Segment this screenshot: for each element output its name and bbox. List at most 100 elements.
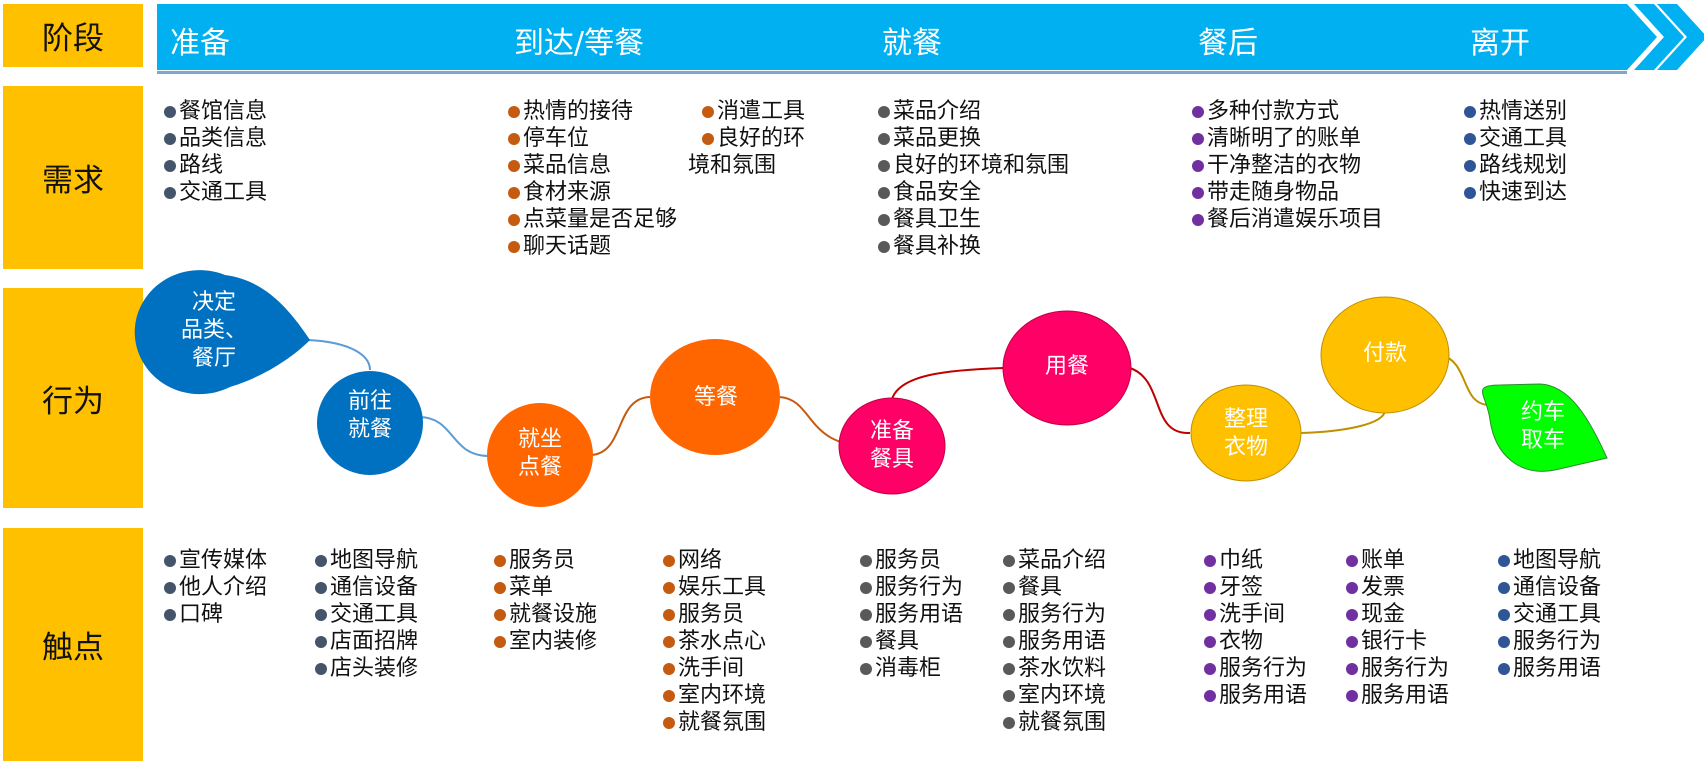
bullet-icon [315,608,327,621]
touchpoints-prepare-col2: 地图导航通信设备交通工具店面招牌店头装修 [315,547,418,682]
needs-after-meal: 多种付款方式清晰明了的账单干净整洁的衣物带走随身物品餐后消遣娱乐项目 [1192,98,1383,233]
list-item-text: 衣物 [1219,629,1264,654]
bullet-icon [1498,581,1510,594]
list-item: 良好的环 [702,125,805,152]
touchpoints-arrive-col2: 网络娱乐工具服务员茶水点心洗手间室内环境就餐氛围 [663,547,766,736]
list-item-text: 室内环境 [1018,683,1107,708]
action-label-eat[interactable]: 用餐 [1044,354,1090,379]
list-item-text: 点菜量是否足够 [523,207,678,232]
bullet-icon [1346,689,1358,702]
action-label-pay[interactable]: 付款 [1362,341,1408,366]
list-item-text: 服务用语 [1361,683,1450,708]
bullet-icon [702,132,714,145]
list-item-text: 娱乐工具 [678,575,767,600]
action-label-decide[interactable]: 决定品类、餐厅 [180,290,248,371]
bullet-icon [1204,662,1216,675]
list-item: 路线 [164,152,267,179]
list-item: 就餐氛围 [1003,709,1106,736]
list-item-text: 就餐氛围 [1018,710,1107,735]
bullet-icon [1464,132,1476,145]
bullet-icon [860,635,872,648]
chevron-right-icon [1657,4,1704,70]
bullet-icon [315,554,327,567]
action-label-tidy[interactable]: 整理衣物 [1223,407,1269,460]
banner-body [157,4,1657,70]
list-item: 地图导航 [315,547,418,574]
action-label-wait[interactable]: 等餐 [693,385,739,410]
list-item: 餐具 [1003,574,1106,601]
list-item: 菜品更换 [878,125,1069,152]
list-item-text: 服务行为 [1018,602,1107,627]
list-item-text: 清晰明了的账单 [1207,126,1362,151]
list-item-text: 交通工具 [330,602,419,627]
list-item: 菜单 [494,574,597,601]
action-bubble-decide [134,270,310,395]
list-item: 服务行为 [860,574,963,601]
list-item: 服务员 [494,547,597,574]
bullet-icon [878,186,890,199]
bullet-icon [1346,608,1358,621]
list-item-text: 服务行为 [1513,629,1602,654]
list-item-text: 热情送别 [1479,99,1568,124]
list-item-text: 室内环境 [678,683,767,708]
list-item: 交通工具 [315,601,418,628]
stage-leave: 离开 [1470,26,1530,61]
action-bubble-go [317,371,423,475]
action-label-seat-order[interactable]: 就坐点餐 [517,427,563,480]
bullet-icon [1192,132,1204,145]
list-item: 服务行为 [1204,655,1307,682]
stage-banner [157,4,1704,70]
list-item-text: 现金 [1361,602,1406,627]
list-item-text: 食品安全 [893,180,982,205]
list-item-text: 餐具 [875,629,920,654]
bullet-icon [1192,105,1204,118]
bullet-icon [508,105,520,118]
list-item: 宣传媒体 [164,547,267,574]
bullet-icon [1204,635,1216,648]
needs-arrive-col1: 热情的接待停车位菜品信息食材来源点菜量是否足够聊天话题 [508,98,677,260]
chevron-right-icon [1634,4,1684,70]
bullet-icon [878,105,890,118]
list-item-text: 干净整洁的衣物 [1207,153,1362,178]
list-item-text: 菜品介绍 [893,99,982,124]
action-label-prepare-utensils[interactable]: 准备餐具 [869,419,915,472]
list-item: 消毒柜 [860,655,963,682]
action-bubble-prepare-utensils [838,397,946,495]
stage-prepare: 准备 [170,26,230,61]
stage-after-meal: 餐后 [1198,26,1258,61]
connector-3-4 [591,396,651,456]
list-item-text: 洗手间 [678,656,745,681]
connector-5-6 [891,367,1004,400]
list-item-text: 服务行为 [875,575,964,600]
list-item: 服务行为 [1346,655,1449,682]
needs-prepare: 餐馆信息品类信息路线交通工具 [164,98,267,206]
list-item: 服务用语 [860,601,963,628]
list-item: 消遣工具 [702,98,805,125]
list-item: 多种付款方式 [1192,98,1383,125]
bullet-icon [1204,608,1216,621]
bullet-icon [1346,554,1358,567]
list-item: 室内环境 [1003,682,1106,709]
action-bubble-car [1482,383,1608,472]
bullet-icon [315,635,327,648]
list-item: 餐后消遣娱乐项目 [1192,206,1383,233]
bullet-icon [1204,581,1216,594]
bullet-icon [1003,635,1015,648]
bullet-icon [663,716,675,729]
bullet-icon [1498,554,1510,567]
action-label-car[interactable]: 约车取车 [1520,400,1566,453]
list-item-text: 宣传媒体 [179,548,268,573]
action-label-go[interactable]: 前往就餐 [347,389,393,442]
list-item-text: 菜品更换 [893,126,982,151]
touchpoints-leave: 地图导航通信设备交通工具服务行为服务用语 [1498,547,1601,682]
list-item-text: 服务用语 [875,602,964,627]
banner-divider [157,71,1627,74]
bullet-icon [1003,608,1015,621]
list-item-text: 服务行为 [1361,656,1450,681]
list-item: 就餐氛围 [663,709,766,736]
list-item: 餐具 [860,628,963,655]
list-item-text: 口碑 [179,602,224,627]
list-item: 服务用语 [1498,655,1601,682]
list-item-text: 路线规划 [1479,153,1568,178]
list-item: 服务行为 [1498,628,1601,655]
